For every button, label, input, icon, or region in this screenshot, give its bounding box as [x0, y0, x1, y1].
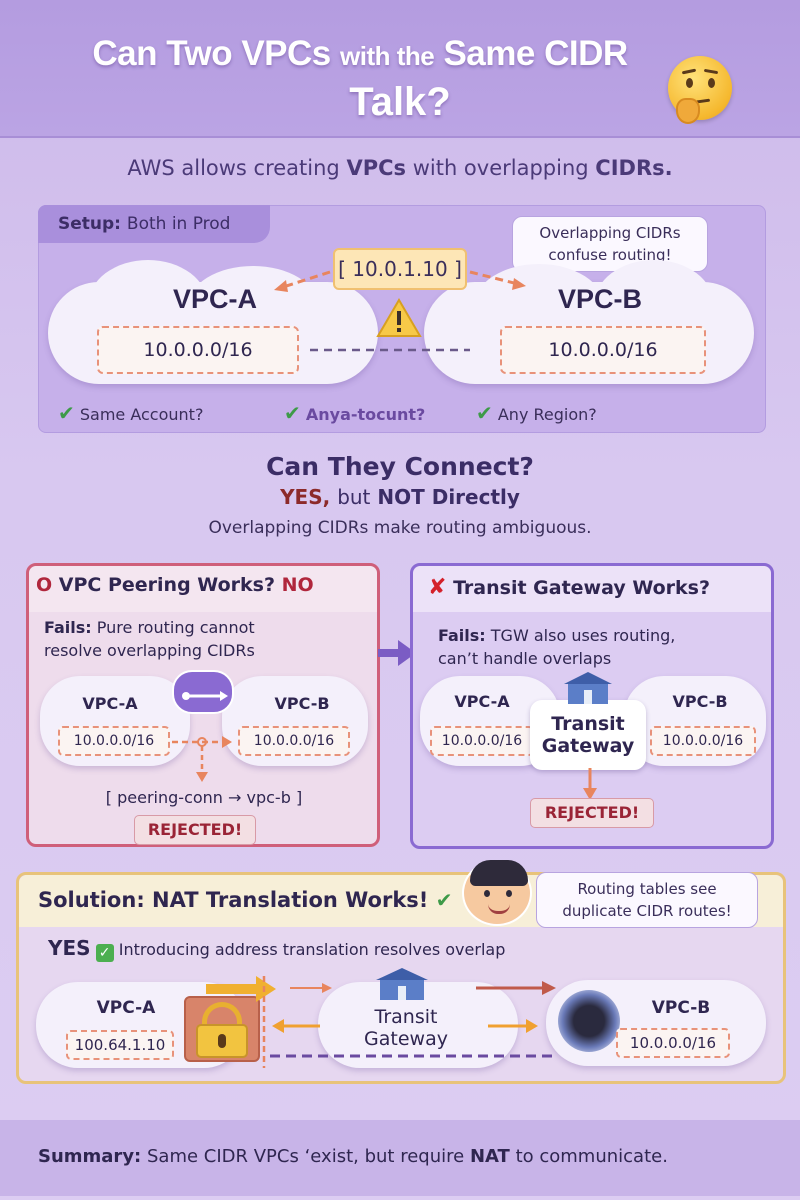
avatar — [462, 860, 532, 926]
solution-vpc-b-label: VPC-B — [651, 998, 711, 1018]
check-same-account: ✔ Same Account? — [58, 401, 204, 425]
connect-title: Can They Connect? — [266, 452, 534, 481]
nat-boundary-line — [262, 976, 266, 1068]
tgw-card-header-bg — [413, 566, 771, 612]
check-any-account: ✔ Anya-tocunt? — [284, 401, 426, 425]
ip-badge: [ 10.0.1.10 ] — [333, 248, 467, 290]
intro-text: AWS allows creating VPCs with overlappin… — [127, 156, 673, 180]
title-part3: Same CIDR — [443, 34, 628, 73]
card-arrow — [378, 640, 416, 666]
peering-card-title: O VPC Peering Works? NO — [36, 574, 314, 596]
setup-arrows — [274, 270, 526, 352]
solution-vpc-b-cidr: 10.0.0.0/16 — [616, 1028, 730, 1058]
building-icon — [564, 672, 612, 704]
vpc-a-label: VPC-A — [172, 284, 257, 314]
vpc-b-cidr: 10.0.0.0/16 — [500, 326, 706, 374]
peering-vpc-a-cidr: 10.0.0.0/16 — [58, 726, 170, 756]
connect-answer: YES, but NOT Directly — [280, 485, 520, 509]
check-icon: ✔ — [284, 401, 301, 425]
circle-no-icon: O — [36, 574, 53, 596]
check-icon: ✔ — [476, 401, 493, 425]
vpc-a-cidr: 10.0.0.0/16 — [97, 326, 299, 374]
peering-route: [ peering-conn → vpc-b ] — [105, 788, 303, 807]
tgw-vpc-a-label: VPC-A — [454, 692, 510, 711]
page-title-line2: Talk? — [349, 80, 451, 124]
tgw-vpc-b-label: VPC-B — [672, 692, 728, 711]
check-icon: ✔ — [58, 401, 75, 425]
checkbox-icon: ✓ — [95, 944, 114, 962]
camera-lens-icon — [558, 990, 620, 1052]
tgw-fails-text: Fails: TGW also uses routing, can’t hand… — [438, 626, 676, 668]
solution-tgw-label: Transit Gateway — [364, 1006, 448, 1050]
solution-title: Solution: NAT Translation Works! ✔ — [38, 888, 453, 912]
tgw-down-arrow — [583, 768, 597, 800]
tgw-gateway-box: Transit Gateway — [530, 700, 646, 770]
peering-fails-text: Fails: Pure routing cannot resolve overl… — [44, 618, 255, 660]
peering-vpc-b-cidr: 10.0.0.0/16 — [238, 726, 350, 756]
title-part1: Can Two VPCs — [92, 34, 331, 73]
check-icon: ✔ — [435, 888, 453, 912]
title-part2: with the — [340, 41, 435, 71]
peering-vpc-b-label: VPC-B — [274, 694, 330, 713]
thinking-face-icon — [668, 56, 732, 124]
nat-out-arrow — [206, 976, 276, 1002]
summary-bar — [0, 1120, 800, 1196]
tgw-vpc-b-cidr: 10.0.0.0/16 — [650, 726, 756, 756]
peering-vpc-a-label: VPC-A — [82, 694, 138, 713]
nat-lock-icon — [184, 996, 260, 1062]
solution-yes-line: YES ✓ Introducing address translation re… — [48, 936, 506, 962]
vpc-b-label: VPC-B — [557, 284, 642, 314]
header-banner — [0, 0, 800, 138]
building-icon — [376, 968, 428, 1000]
solution-speech-bubble: Routing tables see duplicate CIDR routes… — [536, 872, 758, 928]
tgw-vpc-a-cidr: 10.0.0.0/16 — [430, 726, 534, 756]
check-any-region: ✔ Any Region? — [476, 401, 597, 425]
peering-arrows — [172, 736, 232, 782]
tgw-card-title: ✘ Transit Gateway Works? — [428, 575, 711, 600]
tgw-rejected: REJECTED! — [530, 798, 654, 828]
solution-vpc-a-label: VPC-A — [96, 998, 156, 1018]
peering-rejected: REJECTED! — [134, 815, 256, 845]
warning-icon — [376, 298, 422, 337]
peering-card-header-bg — [29, 566, 377, 612]
cross-icon: ✘ — [428, 575, 447, 600]
setup-tag: Setup: Both in Prod — [38, 205, 270, 243]
solution-vpc-a-cidr: 100.64.1.10 — [66, 1030, 174, 1060]
solution-arrows — [270, 981, 556, 1058]
summary-text: Summary: Same CIDR VPCs ‘exist, but requ… — [38, 1146, 668, 1167]
page-title: Can Two VPCs with the Same CIDR — [0, 34, 720, 74]
peering-cloud-icon — [172, 670, 234, 714]
connect-note: Overlapping CIDRs make routing ambiguous… — [208, 518, 592, 538]
